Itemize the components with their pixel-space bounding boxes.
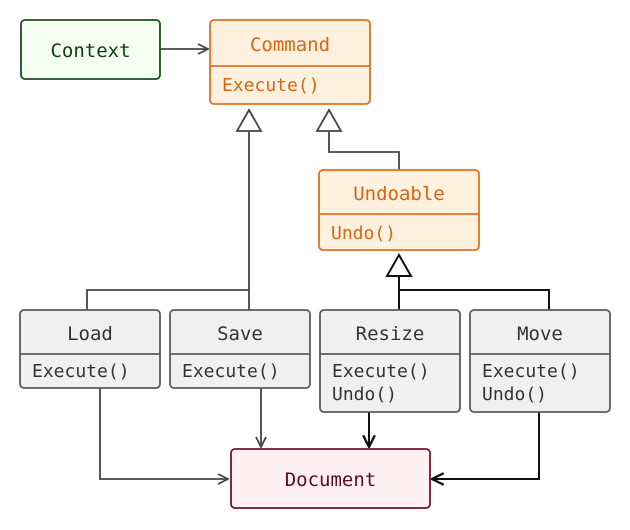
edge-move-document bbox=[432, 412, 540, 479]
class-resize-member-undo: Undo() bbox=[332, 384, 397, 405]
edge-load-document bbox=[99, 388, 228, 479]
class-context-name: Context bbox=[50, 40, 130, 62]
class-resize[interactable]: Resize Execute() Undo() bbox=[319, 309, 461, 413]
edge-load-save-command bbox=[86, 132, 250, 310]
class-move-member-undo: Undo() bbox=[482, 384, 547, 405]
class-move[interactable]: Move Execute() Undo() bbox=[469, 309, 611, 413]
class-move-name: Move bbox=[517, 323, 563, 345]
class-load-member: Execute() bbox=[32, 361, 130, 382]
class-document[interactable]: Document bbox=[230, 448, 431, 509]
class-save[interactable]: Save Execute() bbox=[169, 309, 311, 389]
class-move-member-execute: Execute() bbox=[482, 361, 580, 382]
inheritance-triangle-command-right bbox=[315, 108, 343, 132]
class-resize-name: Resize bbox=[356, 323, 425, 345]
class-save-member: Execute() bbox=[182, 361, 280, 382]
class-undoable-name: Undoable bbox=[353, 183, 445, 205]
class-context[interactable]: Context bbox=[20, 19, 161, 80]
edge-move-undoable bbox=[399, 289, 550, 310]
class-command-name: Command bbox=[250, 34, 330, 56]
class-command[interactable]: Command Execute() bbox=[209, 19, 371, 105]
class-load-name: Load bbox=[67, 323, 113, 345]
inheritance-triangle-command-left bbox=[235, 108, 263, 132]
class-save-name: Save bbox=[217, 323, 263, 345]
class-undoable[interactable]: Undoable Undo() bbox=[318, 169, 480, 251]
class-command-member: Execute() bbox=[222, 75, 320, 96]
edge-undoable-command bbox=[328, 132, 400, 170]
class-document-name: Document bbox=[285, 469, 377, 491]
inheritance-triangle-undoable bbox=[385, 252, 413, 277]
class-undoable-member: Undo() bbox=[331, 223, 396, 244]
class-load[interactable]: Load Execute() bbox=[19, 309, 161, 389]
class-resize-member-execute: Execute() bbox=[332, 361, 430, 382]
